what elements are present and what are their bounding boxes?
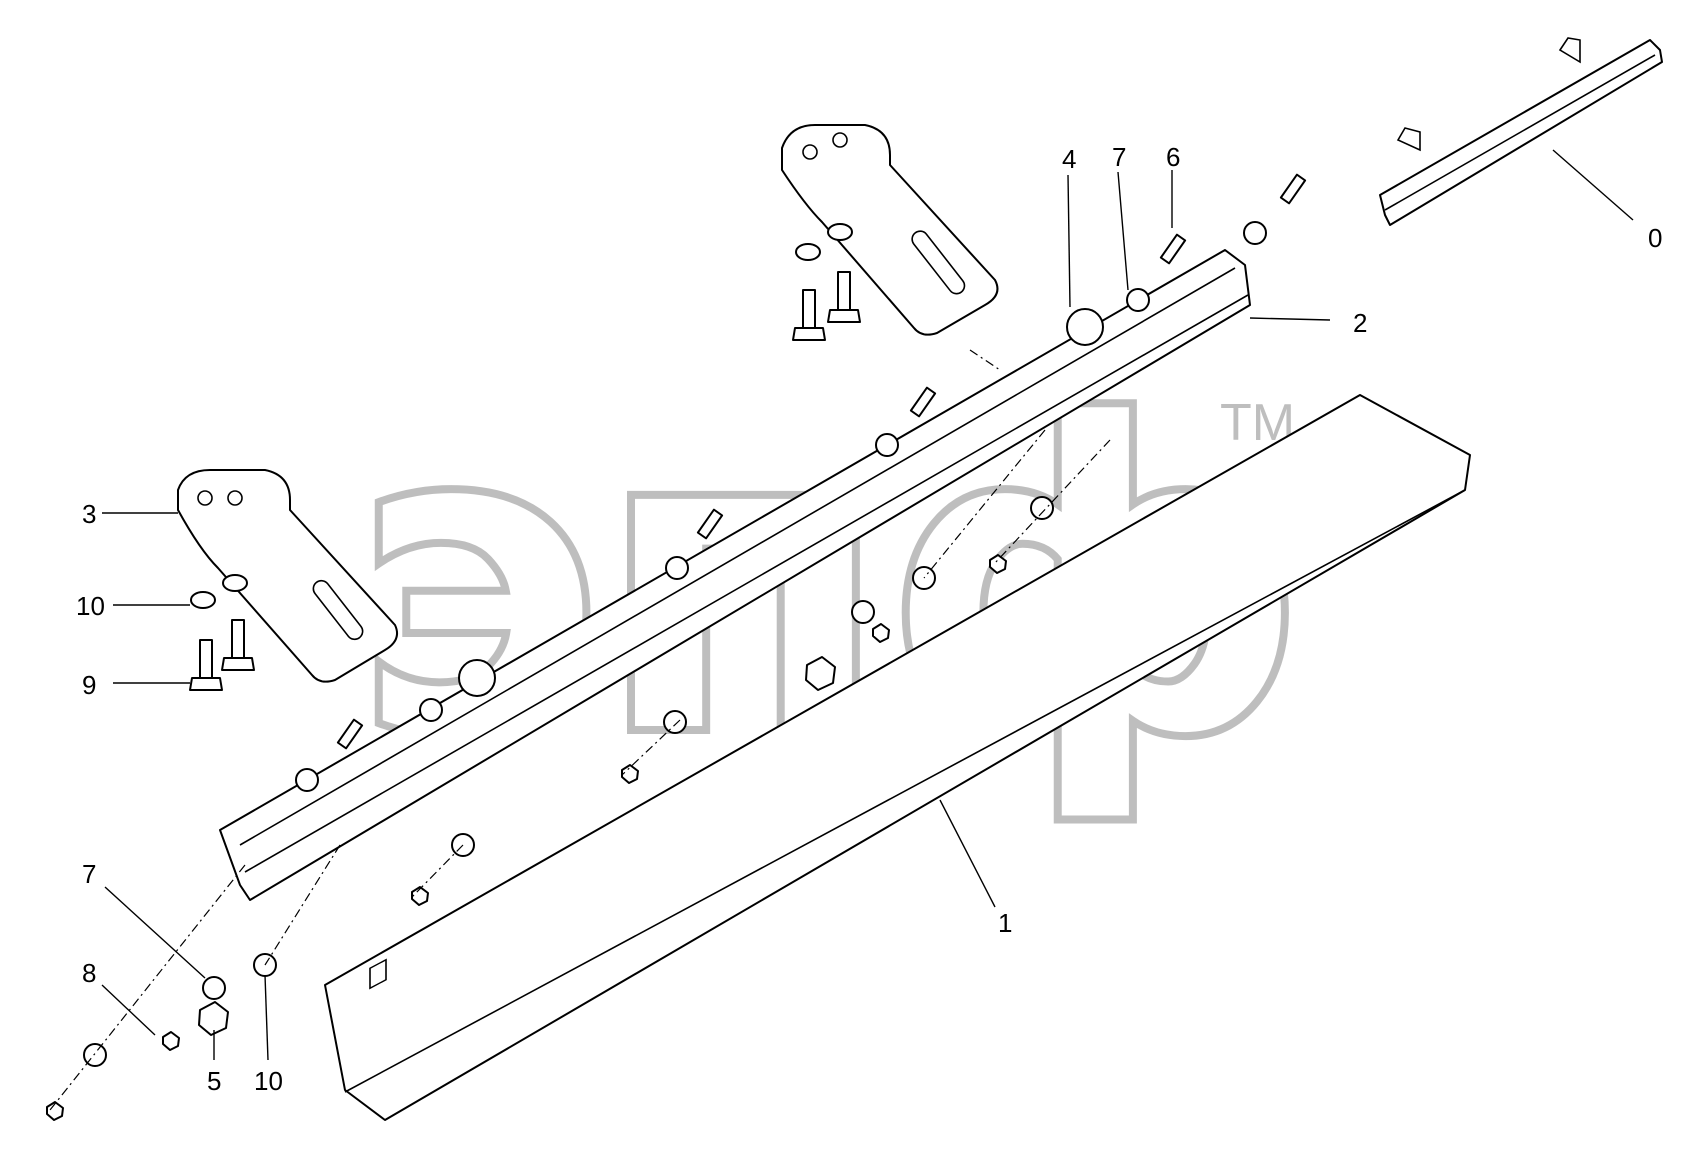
assembly-lines: [49, 349, 1111, 1111]
callout-2: 2: [1353, 308, 1367, 338]
nut: [411, 886, 429, 906]
bolt: [221, 619, 255, 671]
callout-7-top: 7: [1112, 142, 1126, 172]
callout-7-bottom: 7: [82, 859, 96, 889]
nut: [989, 554, 1007, 574]
part-blade: [324, 394, 1471, 1121]
part-bracket-left: [177, 469, 398, 683]
callout-9: 9: [82, 670, 96, 700]
callout-4: 4: [1062, 144, 1076, 174]
knob-group: [458, 308, 1104, 697]
washer: [795, 243, 821, 261]
blade-slots: [369, 958, 387, 990]
bolt: [189, 639, 223, 691]
part-bracket-right: [781, 124, 999, 336]
callout-10-left: 10: [76, 591, 105, 621]
nut: [621, 764, 639, 784]
nut-group: [46, 554, 1007, 1121]
callout-10-bottom: 10: [254, 1066, 283, 1096]
callout-1: 1: [998, 908, 1012, 938]
part-channel-bar: [219, 249, 1251, 901]
nut: [46, 1101, 64, 1121]
callout-8: 8: [82, 958, 96, 988]
nut: [198, 1001, 229, 1036]
leader-lines: [101, 149, 1634, 1061]
callout-labels: 0 1 2 3 4 5 6 7 7 8 9 10 10: [76, 142, 1662, 1096]
knob: [458, 659, 496, 697]
washer: [222, 574, 248, 592]
nut: [805, 656, 836, 691]
nut: [162, 1031, 180, 1051]
knob: [1066, 308, 1104, 346]
washer: [190, 591, 216, 609]
washer-group: [190, 223, 853, 609]
callout-6: 6: [1166, 142, 1180, 172]
part-assembly-overview: [1379, 37, 1663, 226]
callout-0: 0: [1648, 223, 1662, 253]
callout-3: 3: [82, 499, 96, 529]
bolt-group: [189, 271, 861, 691]
pin-group: [336, 173, 1307, 750]
washer: [827, 223, 853, 241]
nut: [872, 623, 890, 643]
bolt: [827, 271, 861, 323]
callout-5: 5: [207, 1066, 221, 1096]
bolt: [792, 289, 826, 341]
